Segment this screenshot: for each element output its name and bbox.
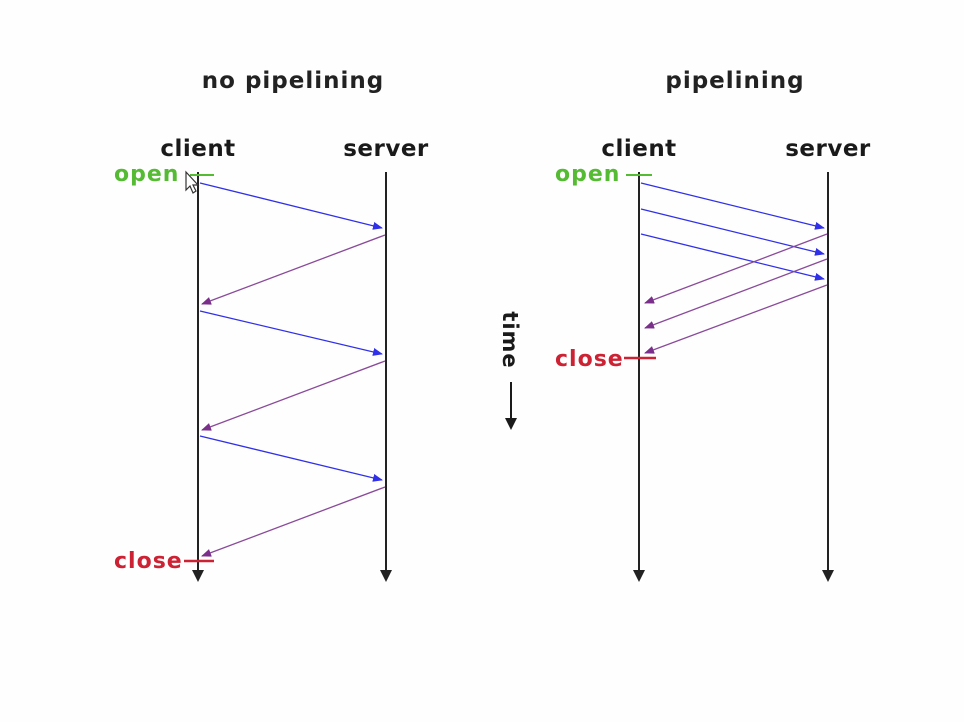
request-arrow-1	[199, 182, 383, 230]
panel-no-pipelining: no pipelining client server open close	[114, 68, 429, 582]
open-label: open	[555, 162, 620, 187]
client-timeline-arrowhead	[192, 570, 204, 582]
panel-title: no pipelining	[202, 68, 384, 94]
request-arrow-1	[640, 182, 825, 230]
server-timeline-arrowhead	[822, 570, 834, 582]
request-arrow-3	[199, 435, 383, 482]
client-label: client	[160, 136, 235, 162]
panel-pipelining: pipelining client server open close	[555, 68, 871, 582]
client-timeline-arrowhead	[633, 570, 645, 582]
response-arrow-1	[201, 234, 386, 305]
open-label: open	[114, 162, 179, 187]
response-arrow-2	[644, 258, 828, 329]
time-axis: time	[498, 311, 522, 430]
client-label: client	[601, 136, 676, 162]
server-timeline-arrowhead	[380, 570, 392, 582]
server-label: server	[785, 136, 871, 162]
request-arrow-2	[199, 310, 383, 356]
response-arrow-3	[644, 284, 828, 354]
request-arrow-2	[640, 208, 825, 256]
response-arrow-2	[201, 360, 386, 431]
time-label: time	[498, 311, 522, 368]
server-label: server	[343, 136, 429, 162]
mouse-cursor-icon	[185, 170, 200, 194]
response-arrow-1	[644, 233, 828, 304]
request-arrow-3	[640, 233, 825, 281]
close-label: close	[114, 549, 183, 574]
close-label: close	[555, 347, 624, 372]
response-arrow-3	[201, 486, 386, 557]
time-arrowhead	[505, 418, 517, 430]
panel-title: pipelining	[665, 68, 804, 94]
